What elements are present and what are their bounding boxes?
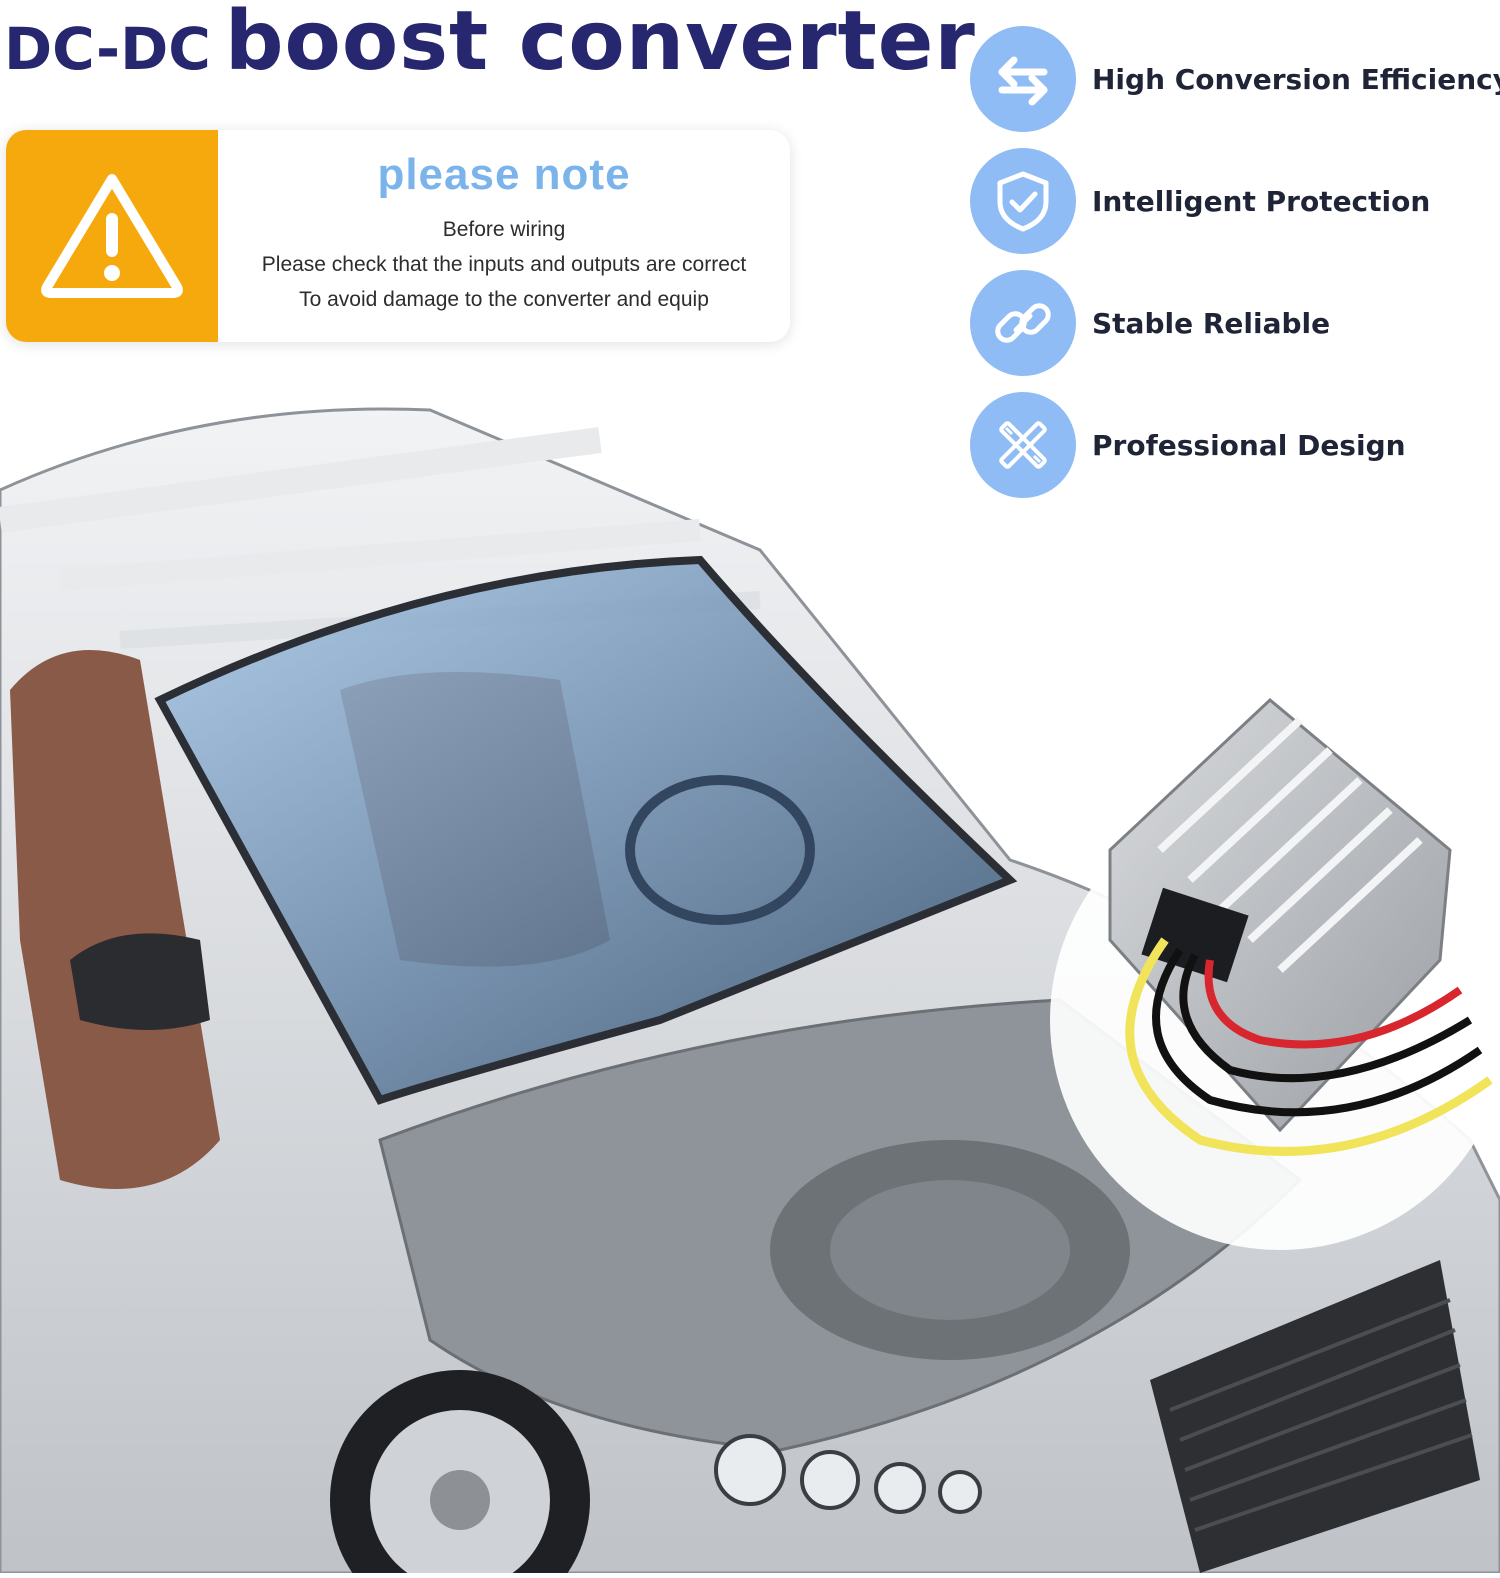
feature-label: Stable Reliable bbox=[1092, 306, 1331, 340]
feature-label: Professional Design bbox=[1092, 428, 1406, 462]
note-line-3: To avoid damage to the converter and equ… bbox=[299, 288, 709, 311]
please-note-card: please note Before wiring Please check t… bbox=[6, 130, 790, 342]
warning-triangle-icon bbox=[37, 169, 187, 304]
feature-item-protection: Intelligent Protection bbox=[970, 140, 1490, 262]
note-heading: please note bbox=[377, 150, 631, 199]
feature-item-design: Professional Design bbox=[970, 384, 1490, 506]
title-prefix: DC-DC bbox=[4, 15, 211, 83]
swap-arrows-icon bbox=[970, 26, 1076, 132]
car-body bbox=[0, 407, 1500, 1578]
note-line-1: Before wiring bbox=[442, 218, 566, 241]
shield-check-icon bbox=[970, 148, 1076, 254]
page-title: DC-DC boost converter bbox=[4, 0, 976, 104]
feature-item-stable: Stable Reliable bbox=[970, 262, 1490, 384]
tools-cross-icon bbox=[970, 392, 1076, 498]
feature-item-efficiency: High Conversion Efficiency bbox=[970, 18, 1500, 140]
feature-list: High Conversion Efficiency Intelligent P… bbox=[970, 18, 1500, 506]
note-body: please note Before wiring Please check t… bbox=[218, 130, 790, 342]
car-with-converter-illustration bbox=[0, 380, 1500, 1578]
feature-label: High Conversion Efficiency bbox=[1092, 62, 1500, 96]
converter-module-image bbox=[1050, 697, 1500, 1250]
title-main: boost converter bbox=[224, 0, 976, 89]
warning-panel bbox=[6, 130, 218, 342]
note-line-2: Please check that the inputs and outputs… bbox=[261, 253, 747, 276]
chain-link-icon bbox=[970, 270, 1076, 376]
feature-label: Intelligent Protection bbox=[1092, 184, 1431, 218]
